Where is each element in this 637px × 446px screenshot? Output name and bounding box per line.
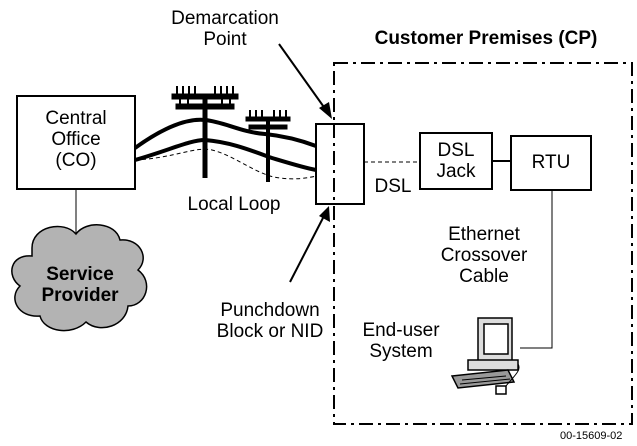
- punchdown-line2: Block or NID: [216, 321, 324, 342]
- customer-premises-boundary: [333, 62, 633, 425]
- central-office-line3: (CO): [55, 150, 97, 171]
- customer-premises-label: Customer Premises (CP): [374, 28, 598, 49]
- central-office-line1: Central: [45, 108, 107, 129]
- ethernet-cable-line2: Crossover: [440, 245, 528, 266]
- demarcation-point-label: Demarcation Point: [170, 8, 280, 50]
- figure-id-label: 00-15609-02: [560, 430, 623, 442]
- demarcation-arrowhead: [319, 102, 332, 119]
- service-provider-line1: Service: [46, 264, 114, 285]
- local-loop-label: Local Loop: [187, 194, 281, 215]
- dsl-label: DSL: [374, 176, 412, 197]
- cloud-icon: [11, 224, 148, 332]
- dsl-signal-line-loop: [134, 148, 317, 180]
- demarcation-point-line2: Point: [203, 29, 247, 50]
- central-office-line2: Office: [51, 129, 101, 150]
- punchdown-block: [315, 123, 365, 205]
- dsl-jack-line1: DSL: [437, 140, 475, 161]
- local-loop-cable-2: [134, 137, 317, 172]
- demarcation-point-line1: Demarcation: [171, 8, 279, 29]
- ethernet-cable-line1: Ethernet: [448, 224, 520, 245]
- ethernet-cable-line3: Cable: [459, 266, 509, 287]
- service-provider-label: Service Provider: [18, 264, 142, 306]
- ethernet-crossover-cable: [520, 190, 553, 349]
- central-office-label: Central Office (CO): [17, 108, 135, 171]
- service-provider-line2: Provider: [41, 285, 119, 306]
- ethernet-cable-label: Ethernet Crossover Cable: [424, 224, 544, 287]
- end-user-system-line2: System: [369, 341, 433, 362]
- end-user-system-label: End-user System: [346, 320, 456, 362]
- demarcation-arrow: [278, 43, 327, 111]
- telephone-pole-icon: [171, 86, 239, 178]
- punchdown-arrowhead: [319, 206, 330, 222]
- telephone-pole-icon: [245, 110, 291, 182]
- end-user-system-line1: End-user: [362, 320, 440, 341]
- rtu-label: RTU: [531, 152, 571, 173]
- dsl-jack-label: DSL Jack: [420, 140, 492, 182]
- punchdown-line1: Punchdown: [220, 300, 320, 321]
- punchdown-label: Punchdown Block or NID: [198, 300, 342, 342]
- punchdown-arrow: [289, 215, 325, 283]
- rtu-box: [510, 135, 592, 191]
- computer-icon: [450, 317, 520, 395]
- dsl-jack-line2: Jack: [436, 161, 476, 182]
- local-loop-cable-1: [133, 117, 317, 150]
